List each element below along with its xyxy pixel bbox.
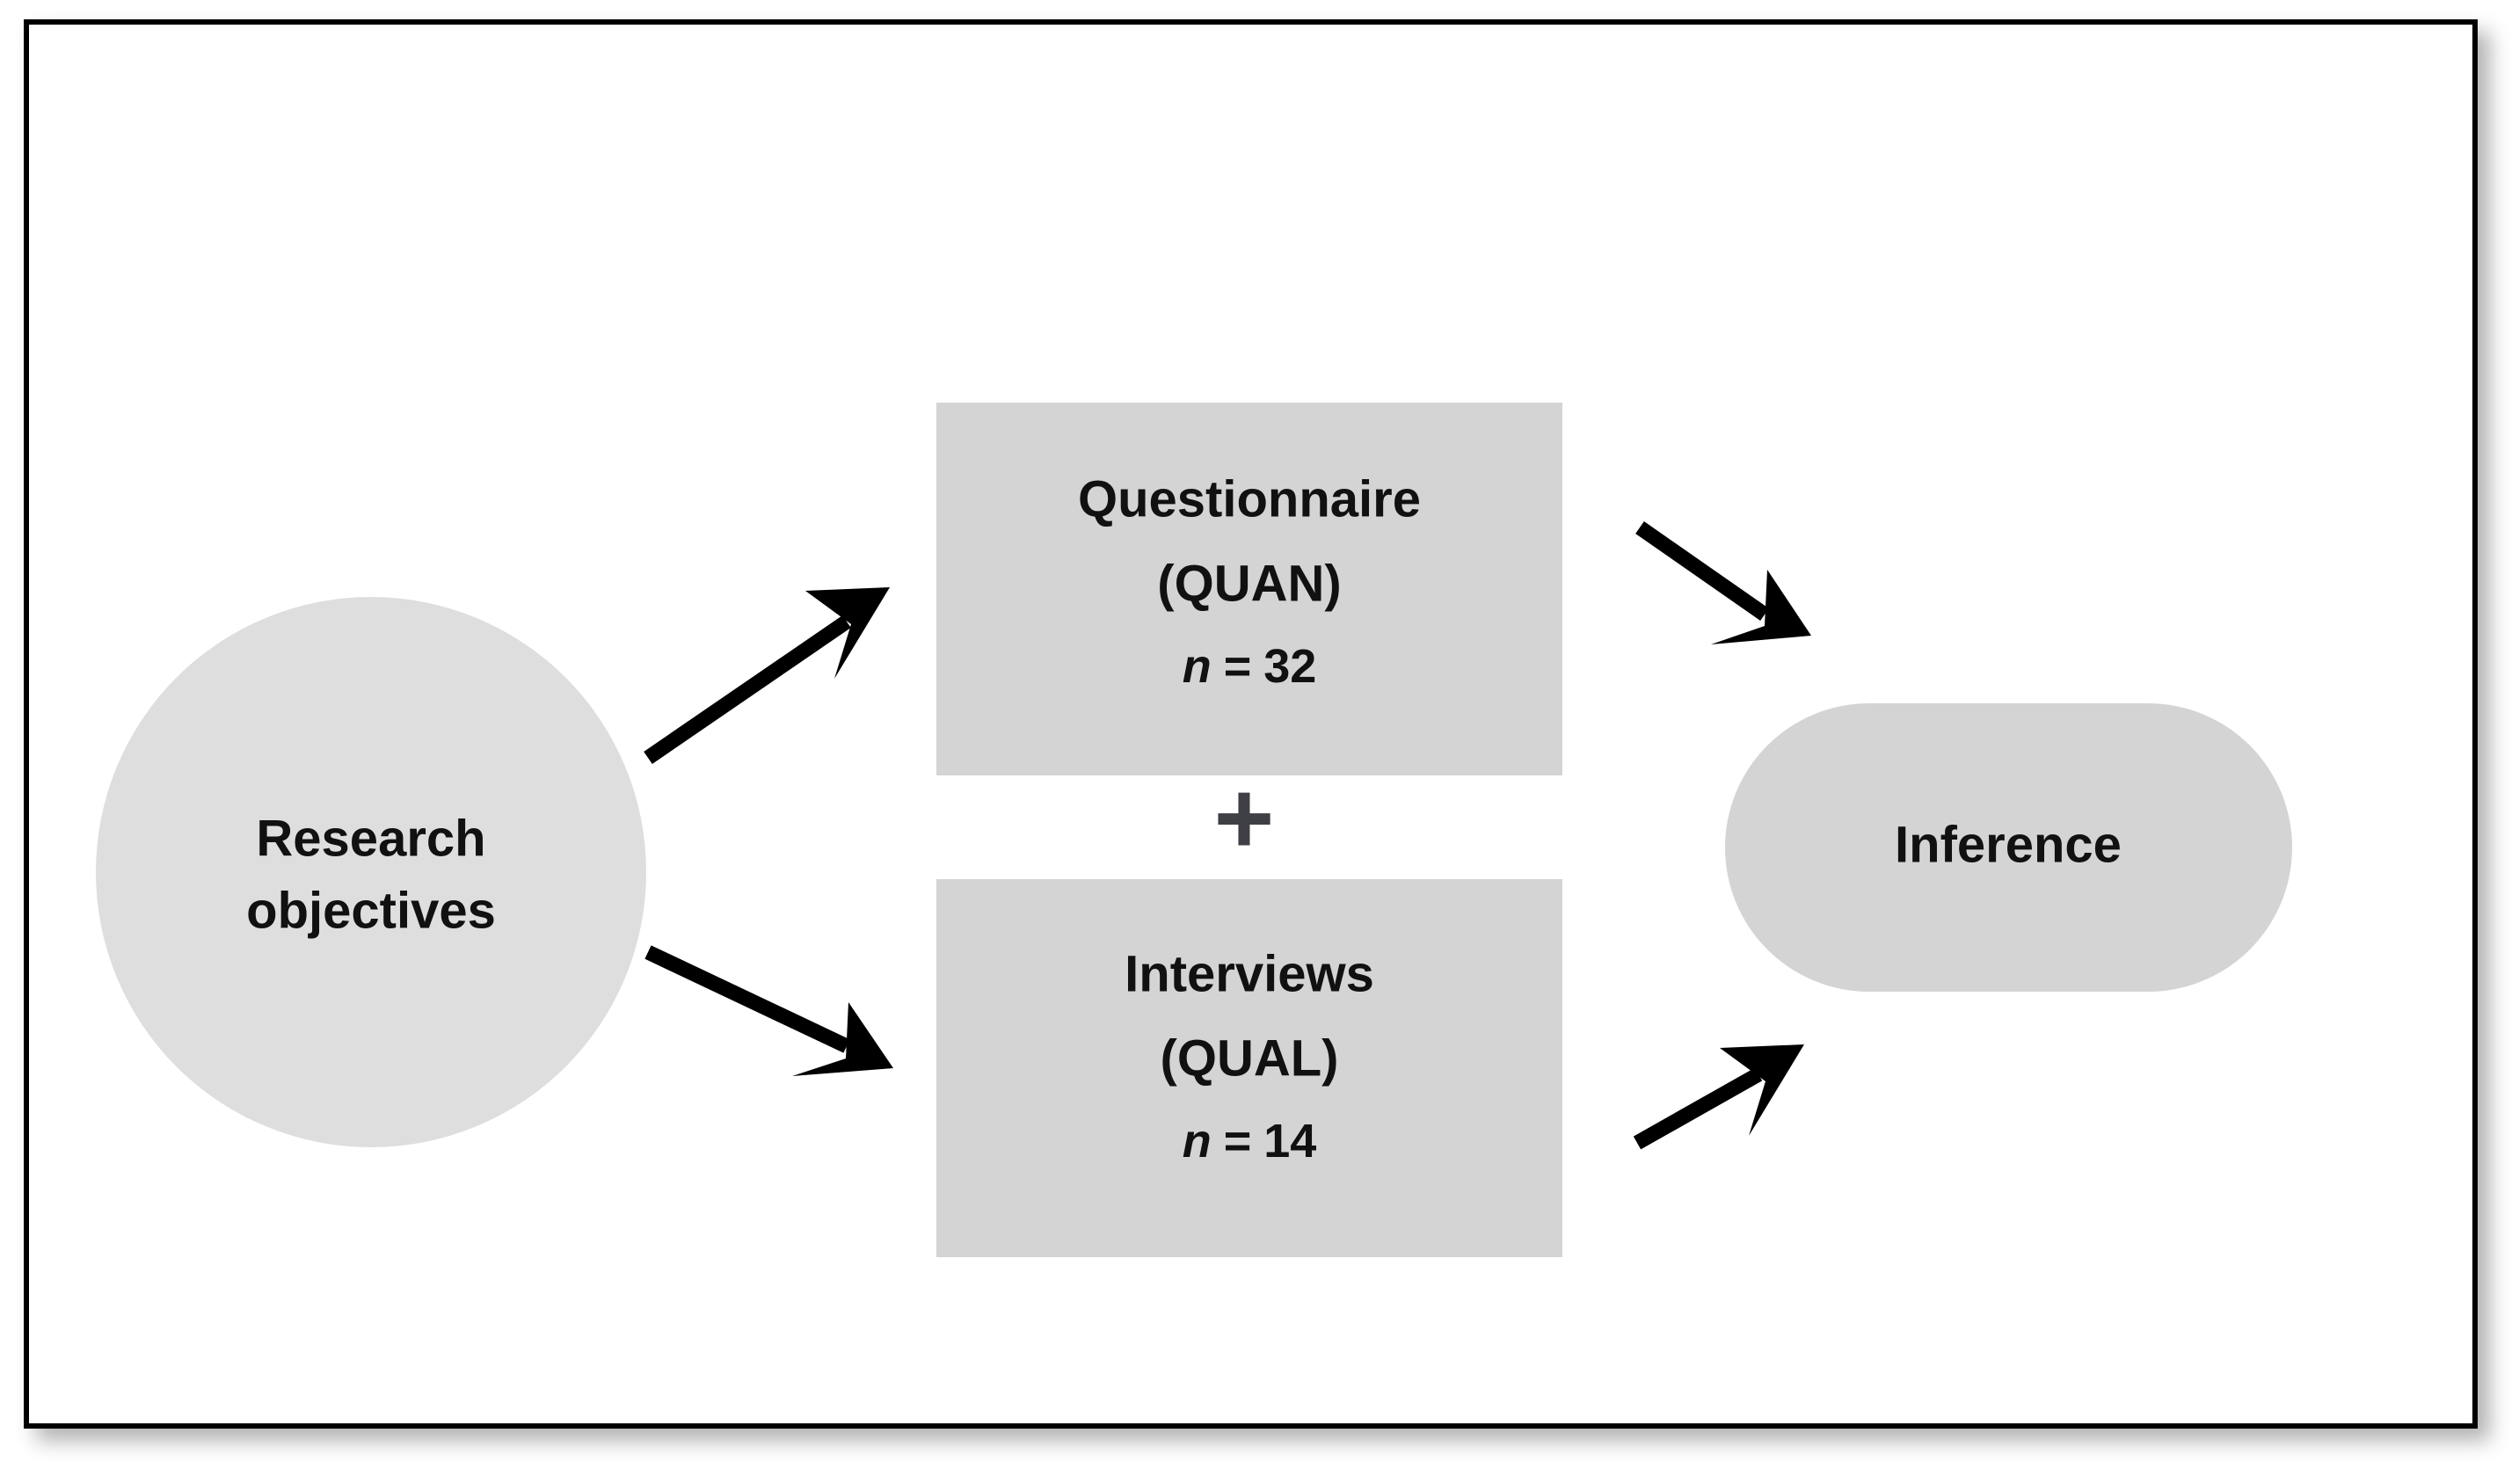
figure-frame-border (24, 19, 2478, 1429)
